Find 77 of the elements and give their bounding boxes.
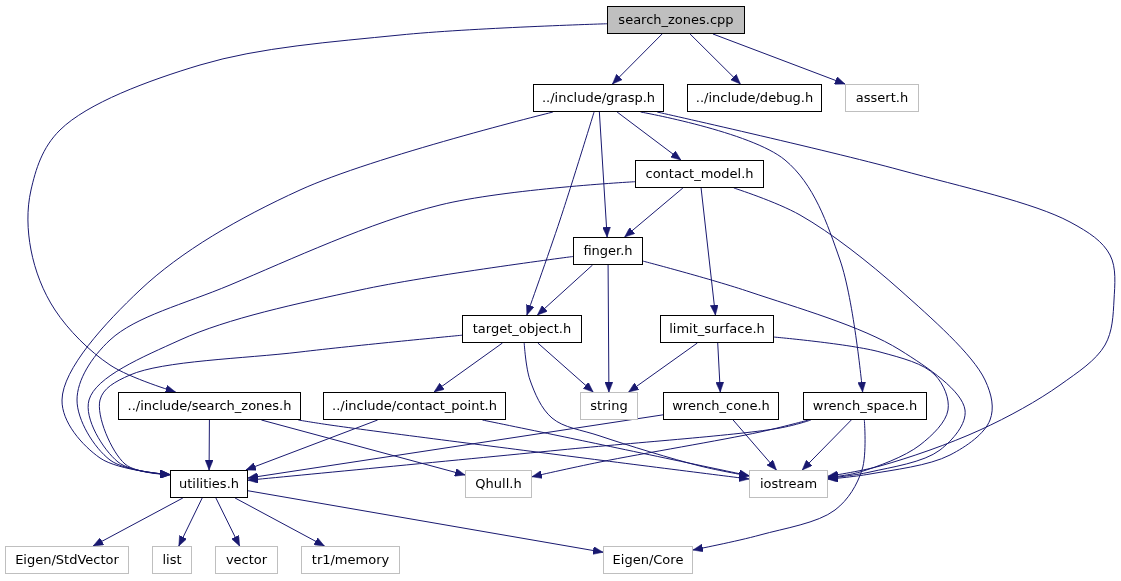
arrow xyxy=(628,342,698,393)
file-name: Eigen/Core xyxy=(612,552,684,568)
arrow xyxy=(215,497,241,547)
arrow xyxy=(733,187,993,483)
file-box xyxy=(803,392,927,420)
file-name: target_object.h xyxy=(472,321,572,337)
file-name: assert.h xyxy=(855,90,909,106)
file-name: Eigen/StdVector xyxy=(15,552,119,568)
file-name: ../include/search_zones.h xyxy=(127,398,292,414)
arrow xyxy=(616,111,682,161)
arrow xyxy=(692,419,866,553)
file-box xyxy=(5,546,129,574)
arrow xyxy=(98,334,463,479)
file-name: Qhull.h xyxy=(475,476,522,492)
arrow xyxy=(732,419,777,471)
file-name: string xyxy=(590,398,628,414)
file-name: wrench_cone.h xyxy=(672,398,770,414)
arrow xyxy=(537,342,594,393)
file-box xyxy=(152,546,192,574)
file-name: search_zones.cpp xyxy=(618,12,734,28)
arrow xyxy=(531,419,809,479)
file-name: limit_surface.h xyxy=(669,321,765,337)
file-box xyxy=(607,6,745,34)
arrow xyxy=(234,497,325,547)
arrow xyxy=(604,264,614,393)
file-box xyxy=(663,392,779,420)
file-name: ../include/contact_point.h xyxy=(332,398,497,414)
file-box xyxy=(660,315,774,343)
file-box xyxy=(215,546,278,574)
arrow xyxy=(247,490,604,555)
arrow xyxy=(801,419,852,471)
file-box xyxy=(533,84,664,112)
file-name: tr1/memory xyxy=(311,552,390,568)
arrow xyxy=(247,414,664,481)
file-name: finger.h xyxy=(583,243,633,259)
arrow xyxy=(598,111,611,238)
arrow xyxy=(260,419,466,477)
file-box xyxy=(580,392,638,420)
file-name: utilities.h xyxy=(179,476,239,492)
file-box xyxy=(301,546,400,574)
arrow xyxy=(204,419,214,471)
file-box xyxy=(323,392,506,420)
arrow xyxy=(715,342,724,393)
arrow xyxy=(624,187,684,238)
arrow xyxy=(178,497,203,547)
file-box xyxy=(603,546,693,574)
arrow xyxy=(27,23,608,394)
file-name: ../include/debug.h xyxy=(695,90,814,106)
arrow xyxy=(245,419,379,471)
arrow xyxy=(92,497,184,547)
file-box xyxy=(170,470,248,498)
file-name: vector xyxy=(225,552,268,568)
file-box xyxy=(465,470,532,498)
arrow xyxy=(526,111,595,316)
arrow xyxy=(247,419,812,484)
arrow xyxy=(689,33,741,85)
file-box xyxy=(687,84,822,112)
arrow xyxy=(700,187,719,316)
arrow xyxy=(712,33,846,85)
file-name: ../include/grasp.h xyxy=(541,90,656,106)
file-box xyxy=(118,392,301,420)
arrow xyxy=(642,260,966,482)
file-box xyxy=(749,470,828,498)
file-name: iostream xyxy=(759,476,818,492)
arrow xyxy=(433,342,503,393)
file-box xyxy=(573,237,643,265)
file-box xyxy=(635,160,764,188)
file-box xyxy=(462,315,582,343)
arrow xyxy=(536,264,594,316)
arrow xyxy=(611,33,663,85)
file-name: wrench_space.h xyxy=(812,398,918,414)
arrow xyxy=(640,111,866,393)
file-box xyxy=(845,84,919,112)
arrow xyxy=(656,111,1116,479)
arrow xyxy=(773,336,949,481)
file-name: contact_model.h xyxy=(645,166,754,182)
file-name: list xyxy=(162,552,182,568)
